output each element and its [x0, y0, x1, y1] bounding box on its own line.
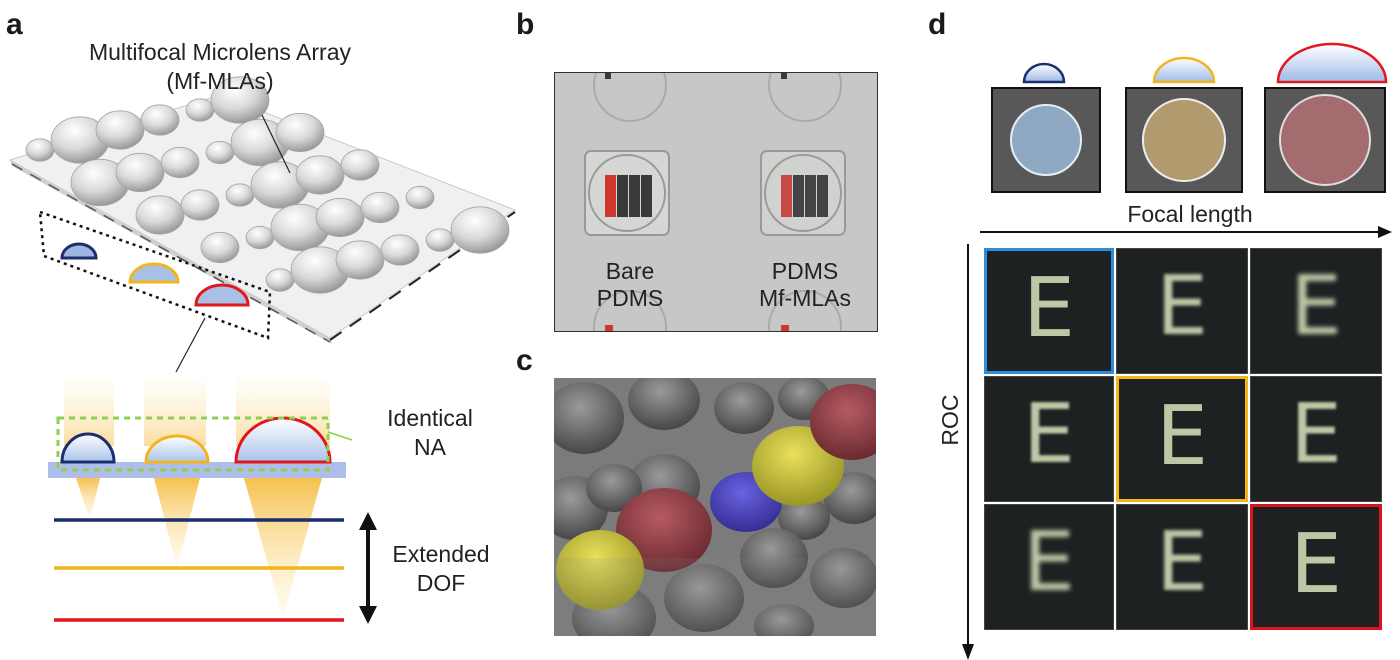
panel-c-letter: c	[516, 344, 533, 377]
e-letter: E	[1023, 261, 1075, 356]
identical-na-line-1: Identical	[387, 405, 473, 431]
red-dome-top	[810, 384, 876, 460]
e-image-cell: E	[1116, 248, 1248, 374]
panel-d-top	[980, 42, 1392, 238]
small-lens-icon	[1022, 62, 1066, 84]
panel-a-illustration	[8, 76, 517, 624]
sem-image	[554, 378, 876, 636]
bare-pdms-line-2: PDMS	[596, 285, 664, 311]
e-image-cell: E	[1250, 248, 1382, 374]
panel-a-letter: a	[6, 8, 23, 41]
microlens-dome	[140, 104, 180, 136]
microlens-dome	[95, 110, 145, 150]
e-letter: E	[1156, 515, 1208, 610]
mf-mla-title: Multifocal Microlens Array (Mf-MLAs)	[60, 38, 380, 96]
selection-box	[38, 210, 272, 340]
e-letter: E	[1290, 517, 1342, 612]
identical-na-line-2: NA	[414, 434, 446, 460]
microlens-dome	[380, 234, 420, 266]
identical-na-label: Identical NA	[370, 404, 490, 462]
microlens-dome	[425, 228, 455, 252]
microlens-dome	[180, 189, 220, 221]
microlens-dome	[335, 240, 385, 280]
sample-photo-art	[555, 73, 877, 331]
microlens-dome	[360, 191, 400, 224]
callout-line-top	[261, 114, 291, 174]
extended-dof-line-1: Extended	[392, 541, 490, 567]
microlens-dome	[245, 225, 275, 250]
e-letter: E	[1023, 515, 1075, 610]
focal-length-label: Focal length	[1127, 201, 1253, 227]
chip-left	[584, 150, 670, 236]
yellow-lens-section	[144, 434, 210, 464]
microlens-dome	[315, 197, 365, 238]
e-image-cell: E	[1116, 504, 1248, 630]
microlens-dome	[340, 149, 380, 181]
e-image-cell: E	[1250, 504, 1382, 630]
e-letter: E	[1023, 387, 1075, 482]
e-letter: E	[1156, 259, 1208, 354]
extended-dof-label: Extended DOF	[376, 540, 506, 598]
e-image-cell: E	[1116, 376, 1248, 502]
e-letter: E	[1290, 259, 1342, 354]
microlens-dome	[115, 152, 165, 193]
yellow-microlens	[128, 262, 180, 284]
sem-image-art	[554, 378, 876, 636]
e-letter: E	[1290, 387, 1342, 482]
identical-na-box	[56, 416, 330, 472]
microlens-dome	[405, 185, 435, 210]
callout-line-bottom	[175, 317, 206, 373]
pdms-mf-mlas-line-2: Mf-MLAs	[759, 285, 851, 311]
microlens-dome	[275, 112, 325, 153]
panel-b-letter: b	[516, 8, 535, 41]
extended-dof-line-2: DOF	[416, 570, 466, 596]
microlens-dome	[185, 98, 215, 122]
microlens-dome	[450, 206, 510, 254]
blue-microlens	[60, 242, 98, 260]
yellow-dome-bottom	[556, 530, 644, 610]
bare-pdms-line-1: Bare	[605, 258, 655, 284]
sample-photo	[554, 72, 878, 332]
red-microlens	[194, 283, 250, 307]
blue-spot	[1010, 104, 1082, 176]
red-spot	[1279, 94, 1371, 186]
pdms-mf-mlas-line-1: PDMS	[771, 258, 839, 284]
microlens-dome	[135, 195, 185, 235]
microlens-dome	[265, 268, 295, 292]
red-dome	[616, 488, 712, 572]
microlens-dome	[25, 138, 55, 162]
microlens-dome	[225, 183, 255, 207]
bare-pdms-label: Bare PDMS	[570, 258, 690, 312]
e-image-cell: E	[984, 376, 1114, 502]
yellow-spot	[1142, 98, 1226, 182]
chip-right	[760, 150, 846, 236]
microlens-dome	[160, 146, 200, 179]
roc-label: ROC	[937, 394, 963, 446]
microlens-dome	[295, 155, 345, 195]
roc-arrow	[962, 244, 974, 660]
microlens-domes	[25, 76, 510, 294]
title-line-2: (Mf-MLAs)	[166, 68, 274, 94]
microlens-dome	[210, 76, 270, 124]
pdms-mf-mlas-label: PDMS Mf-MLAs	[740, 258, 870, 312]
e-image-cell: E	[984, 504, 1114, 630]
medium-lens-icon	[1152, 56, 1216, 84]
title-line-1: Multifocal Microlens Array	[88, 39, 352, 65]
panel-d-letter: d	[928, 8, 947, 41]
microlens-dome	[200, 231, 240, 264]
blue-lens-section	[60, 432, 116, 464]
microlens-dome	[205, 140, 235, 165]
e-image-cell: E	[1250, 376, 1382, 502]
large-lens-icon	[1276, 42, 1388, 84]
e-image-cell: E	[984, 248, 1114, 374]
e-letter: E	[1156, 389, 1208, 484]
